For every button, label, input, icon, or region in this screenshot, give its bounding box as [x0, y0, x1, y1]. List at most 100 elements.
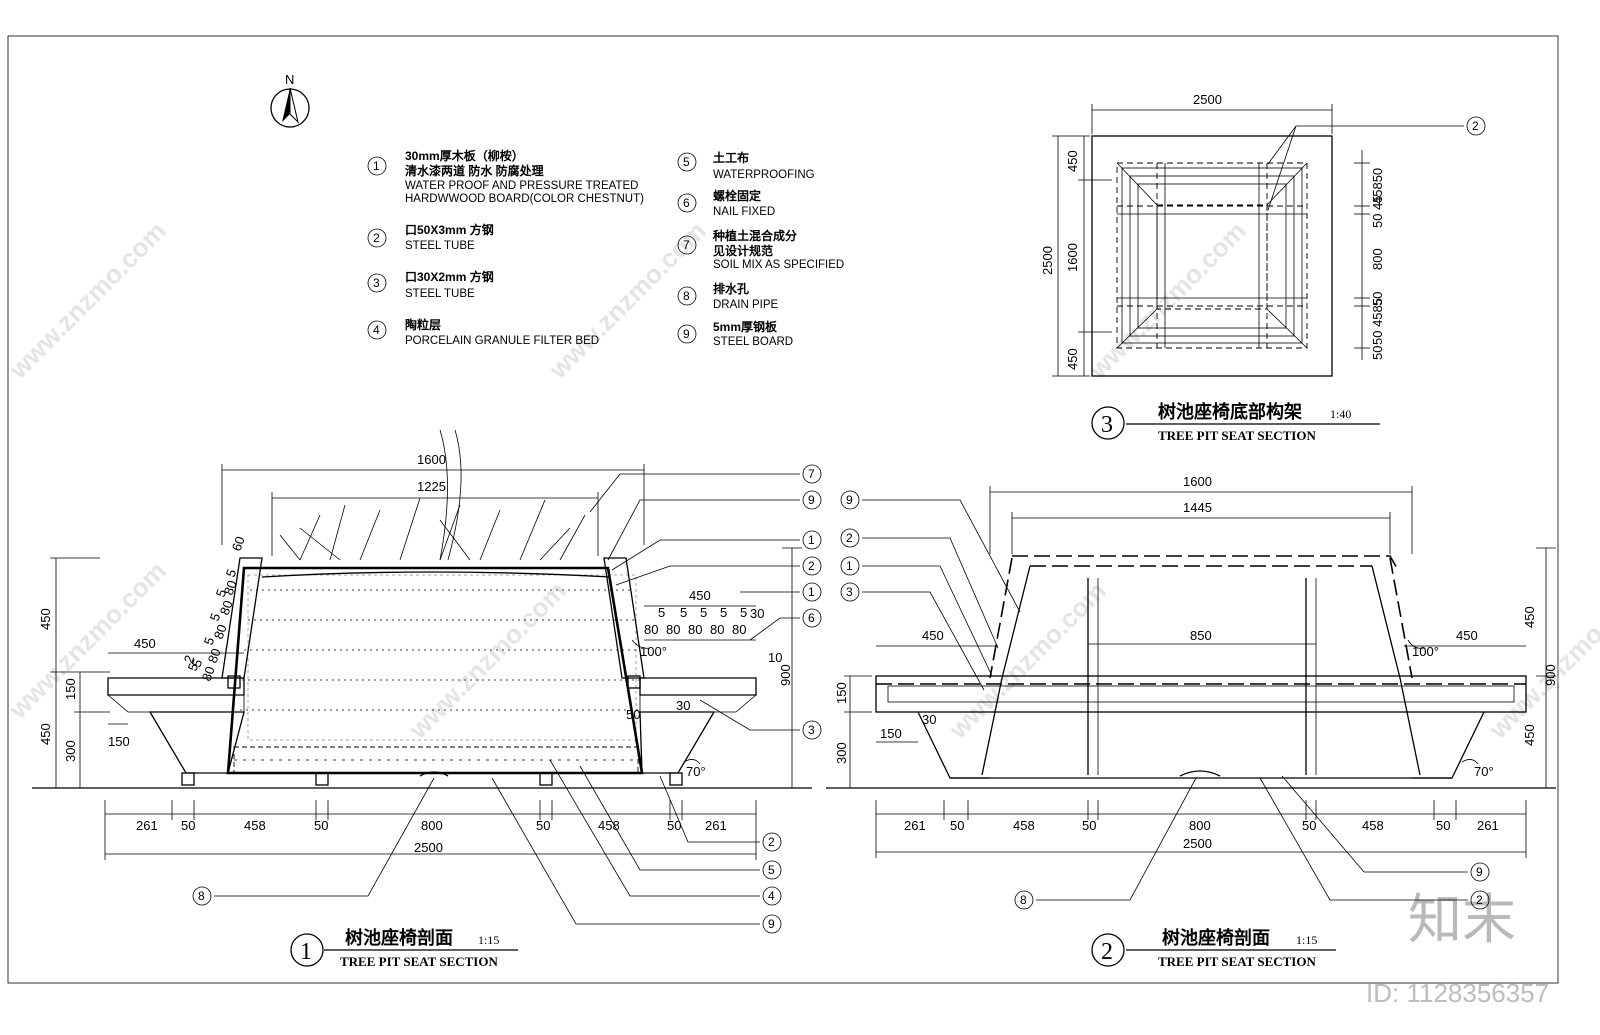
watermark-text: www.znzmo.com [402, 576, 571, 745]
svg-text:800: 800 [1370, 248, 1385, 270]
svg-text:1600: 1600 [1183, 474, 1212, 489]
svg-text:100°: 100° [1412, 644, 1439, 659]
svg-text:4: 4 [373, 323, 380, 337]
section-2-drawing: 1600 1445 850 450 450 261 50 458 50 800 … [826, 474, 1558, 969]
svg-text:450: 450 [1522, 606, 1537, 628]
svg-text:80: 80 [710, 622, 724, 637]
svg-text:3: 3 [808, 723, 815, 737]
svg-text:5: 5 [223, 567, 240, 579]
svg-text:5: 5 [185, 661, 202, 673]
section-1-drawing: 1600 1225 261 50 458 50 800 50 458 50 26… [32, 429, 822, 969]
svg-text:70°: 70° [686, 764, 706, 779]
svg-text:80: 80 [217, 598, 236, 617]
svg-text:2: 2 [768, 835, 775, 849]
svg-text:9: 9 [1476, 865, 1483, 879]
svg-text:458: 458 [244, 818, 266, 833]
legend-label: HARDWWOOD BOARD(COLOR CHESTNUT) [405, 193, 644, 205]
svg-text:5: 5 [189, 657, 206, 669]
svg-text:261: 261 [705, 818, 727, 833]
svg-text:5: 5 [683, 155, 690, 169]
svg-text:2: 2 [1476, 893, 1483, 907]
svg-text:1600: 1600 [417, 452, 446, 467]
svg-text:150: 150 [63, 678, 78, 700]
svg-text:80: 80 [221, 578, 240, 597]
watermark-text: www.znzmo.com [2, 216, 171, 385]
svg-text:1:15: 1:15 [1296, 933, 1317, 947]
svg-text:7: 7 [808, 467, 815, 481]
svg-text:30: 30 [750, 606, 764, 621]
svg-text:458: 458 [1362, 818, 1384, 833]
svg-text:5: 5 [768, 863, 775, 877]
svg-text:50: 50 [667, 818, 681, 833]
svg-text:261: 261 [136, 818, 158, 833]
svg-text:1:15: 1:15 [478, 933, 499, 947]
svg-text:50: 50 [181, 818, 195, 833]
legend-label: 口50X3mm 方钢 [405, 222, 494, 237]
svg-text:树池座椅剖面: 树池座椅剖面 [1162, 927, 1270, 948]
svg-text:450: 450 [1456, 628, 1478, 643]
legend-label: 排水孔 [713, 281, 749, 296]
legend-label: 土工布 [713, 150, 749, 165]
svg-text:9: 9 [683, 327, 690, 341]
svg-text:150: 150 [834, 682, 849, 704]
svg-text:150: 150 [108, 734, 130, 749]
svg-text:5: 5 [207, 611, 224, 623]
legend-label: WATER PROOF AND PRESSURE TREATED [405, 180, 638, 192]
svg-text:7: 7 [683, 238, 690, 252]
svg-text:800: 800 [1189, 818, 1211, 833]
svg-text:5: 5 [700, 605, 707, 620]
svg-text:8: 8 [198, 889, 205, 903]
svg-text:1600: 1600 [1065, 243, 1080, 272]
legend-label: WATERPROOFING [713, 169, 815, 181]
svg-text:2500: 2500 [1040, 246, 1055, 275]
svg-text:80: 80 [205, 646, 224, 665]
watermark-id: ID: 1128356357 [1366, 978, 1549, 1008]
svg-text:TREE PIT SEAT SECTION: TREE PIT SEAT SECTION [340, 954, 498, 969]
svg-text:30: 30 [922, 712, 936, 727]
svg-text:261: 261 [1477, 818, 1499, 833]
section-3-plan: 2500 2500 450 1600 450 45850 50 45 800 5… [1040, 92, 1486, 443]
svg-text:450: 450 [689, 588, 711, 603]
legend-label: STEEL TUBE [405, 288, 475, 300]
sheet-border [7, 35, 1559, 984]
svg-text:1445: 1445 [1183, 500, 1212, 515]
svg-text:80: 80 [199, 664, 218, 683]
svg-text:50: 50 [1370, 292, 1385, 306]
legend-label: DRAIN PIPE [713, 299, 779, 311]
svg-text:50: 50 [1302, 818, 1316, 833]
svg-text:300: 300 [63, 740, 78, 762]
svg-text:5: 5 [740, 605, 747, 620]
svg-text:80: 80 [732, 622, 746, 637]
svg-text:800: 800 [421, 818, 443, 833]
svg-text:6: 6 [683, 196, 690, 210]
svg-text:1:40: 1:40 [1330, 407, 1351, 421]
svg-text:80: 80 [644, 622, 658, 637]
svg-text:4: 4 [768, 889, 775, 903]
svg-text:450: 450 [1065, 348, 1080, 370]
svg-text:1225: 1225 [417, 479, 446, 494]
svg-text:50 4585: 50 4585 [1370, 298, 1385, 345]
legend: 1 30mm厚木板（柳桉） 清水漆两道 防水 防腐处理 WATER PROOF … [367, 148, 844, 348]
svg-text:450: 450 [38, 608, 53, 630]
svg-text:2: 2 [846, 531, 853, 545]
svg-text:458: 458 [598, 818, 620, 833]
svg-text:2500: 2500 [1183, 836, 1212, 851]
svg-text:450: 450 [1522, 724, 1537, 746]
svg-text:5: 5 [201, 635, 218, 647]
watermark-text: www.znzmo.com [1082, 216, 1251, 385]
svg-text:900: 900 [1543, 664, 1558, 686]
legend-label: 螺栓固定 [713, 188, 761, 203]
svg-text:70°: 70° [1474, 764, 1494, 779]
legend-label: 30mm厚木板（柳桉） [405, 148, 524, 163]
legend-label: 陶粒层 [405, 317, 441, 332]
svg-text:50 45: 50 45 [1370, 195, 1385, 228]
svg-text:50: 50 [950, 818, 964, 833]
svg-text:80: 80 [211, 622, 230, 641]
svg-text:9: 9 [808, 493, 815, 507]
svg-text:150: 150 [880, 726, 902, 741]
svg-text:50: 50 [626, 707, 640, 722]
svg-text:8: 8 [683, 289, 690, 303]
legend-label: STEEL TUBE [405, 240, 475, 252]
watermark-layer: www.znzmo.com www.znzmo.com www.znzmo.co… [2, 216, 1600, 1008]
svg-text:2: 2 [1472, 119, 1479, 133]
